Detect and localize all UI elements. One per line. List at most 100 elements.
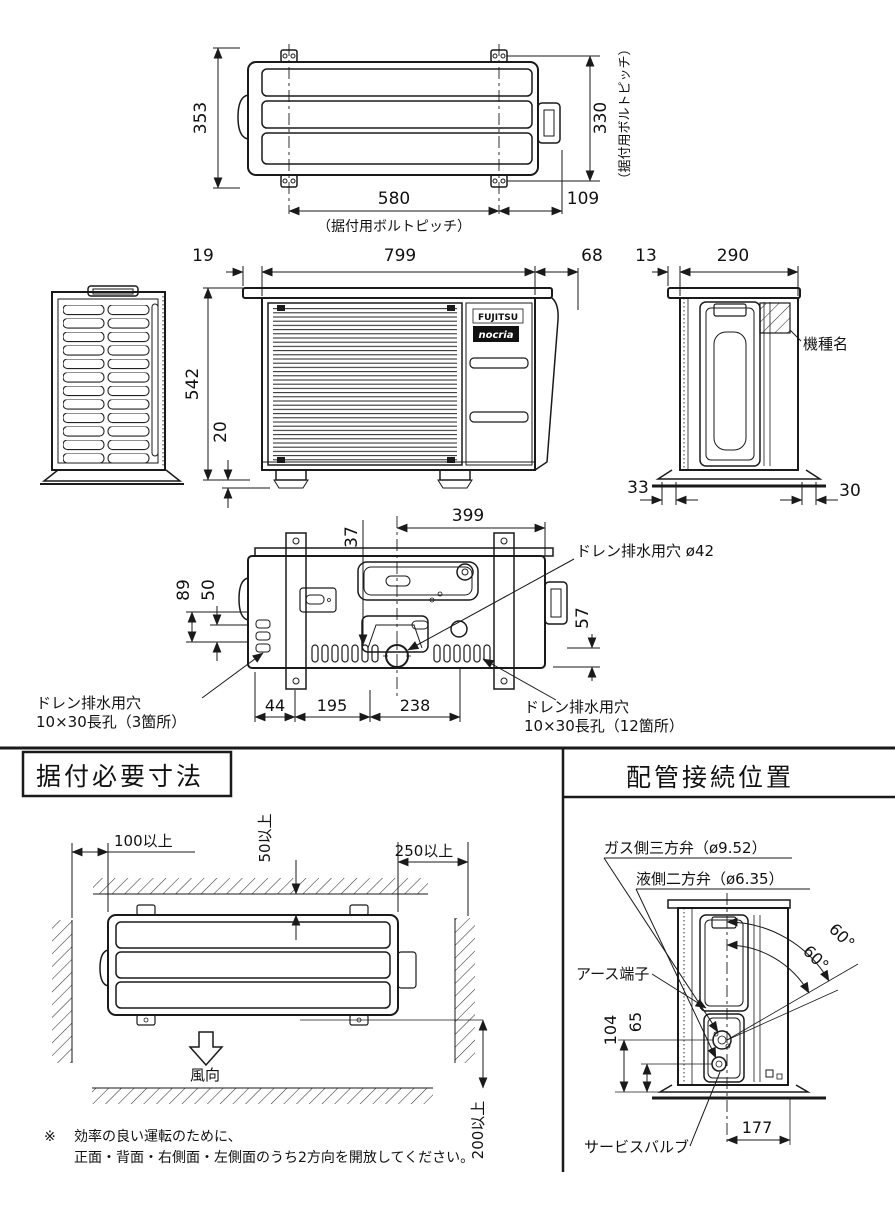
dim-base-left: 33: [627, 478, 698, 505]
dim-89-label: 89: [174, 579, 194, 601]
nocria-logo: nocria: [478, 330, 513, 341]
dim-799-label: 799: [384, 246, 416, 266]
dim-depth: 290: [679, 246, 799, 296]
dim-330-label: 330: [591, 102, 611, 134]
bolt-pitch-note-vertical: （据付用ボルトピッチ）: [618, 42, 633, 185]
dim-399-label: 399: [452, 506, 484, 526]
model-name-plate: [759, 302, 791, 334]
wall-top-hatch: [93, 878, 428, 894]
dim-19-label: 19: [192, 246, 214, 266]
right-side-view: 機種名 13 290 33 30: [627, 246, 861, 505]
dim-clearance-right: 250以上: [395, 842, 469, 916]
dim-right-protrusion: 68: [534, 246, 603, 310]
front-view: FUJITSU nocria 19 799 68: [183, 246, 603, 508]
dim-238-label: 238: [400, 696, 431, 715]
dim-clearance-top: 50以上: [256, 813, 301, 940]
dim-depth-overall: 353: [191, 47, 240, 189]
unit-side-view-small: [652, 899, 826, 1100]
piping-section-title: 配管接続位置: [626, 763, 794, 792]
dim-bolt-pitch-depth: 330 （据付用ボルトピッチ）: [507, 42, 633, 186]
service-valve-label: サービスバルブ: [584, 1138, 689, 1156]
dim-195-label: 195: [317, 696, 348, 715]
dim-clearance-left: 100以上: [71, 832, 195, 918]
swing-angle-arcs: 60° 60°: [726, 917, 859, 1041]
ground-hatch: [92, 1088, 433, 1104]
fan-grille: [273, 307, 457, 461]
earth-terminal-callout: アース端子: [576, 965, 707, 1009]
angle-60-outer-label: 60°: [825, 919, 858, 952]
drain-slot-row-right: [433, 644, 491, 663]
dim-580-label: 580: [378, 189, 410, 209]
dim-30-label: 30: [839, 481, 861, 501]
gas-valve-callout: ガス側三方弁（ø9.52）: [603, 839, 792, 1033]
dim-104-label: 104: [601, 1015, 620, 1046]
drain-hole-d42-label: ドレン排水用穴 ø42: [576, 542, 714, 560]
dim-13-label: 13: [635, 246, 657, 266]
drain-right-label-line1: ドレン排水用穴: [524, 698, 629, 716]
dim-399: 399: [396, 506, 546, 556]
clearance-50-label: 50以上: [256, 813, 274, 862]
mounting-bolt-tabs: [280, 49, 508, 188]
clearance-200-label: 200以上: [469, 1101, 487, 1160]
drain-slot-callout-right: ドレン排水用穴 10×30長孔（12箇所）: [482, 658, 684, 735]
wind-direction-label: 風向: [190, 1066, 220, 1084]
dim-valve-heights: 104 65: [601, 1012, 714, 1093]
bottom-view: 399 37 89 50 57: [36, 506, 714, 735]
earth-terminal-label: アース端子: [576, 965, 649, 983]
wind-direction-arrow: [188, 1031, 224, 1067]
drain-slot-row-left: [311, 644, 379, 663]
dim-353-label: 353: [191, 102, 211, 134]
model-name-label: 機種名: [803, 335, 848, 353]
service-valve-callout: サービスバルブ: [584, 1071, 721, 1156]
dim-37-label: 37: [342, 526, 362, 548]
bolt-pitch-note: （据付用ボルトピッチ）: [317, 219, 471, 235]
nocria-badge: [473, 326, 519, 342]
wind-direction: 風向: [188, 1031, 224, 1084]
liquid-valve-label: 液側二方弁（ø6.35）: [636, 870, 784, 888]
unit-top-view-small: [99, 904, 417, 1026]
dim-68-label: 68: [581, 246, 603, 266]
dim-57-label: 57: [573, 607, 593, 629]
dim-89-50: 89 50: [174, 579, 248, 661]
drain-slot-callout-left: ドレン排水用穴 10×30長孔（3箇所）: [36, 652, 264, 731]
side-grille-slots: [63, 305, 151, 463]
top-view: 353 330 （据付用ボルトピッチ） 580 （据付用ボルトピッチ） 109: [191, 42, 633, 235]
liquid-valve-callout: 液側二方弁（ø6.35）: [635, 870, 810, 1059]
note-line1: 効率の良い運転のために、: [74, 1128, 242, 1145]
gas-valve-label: ガス側三方弁（ø9.52）: [604, 839, 767, 857]
dim-50-label: 50: [199, 579, 219, 601]
brand-logo: FUJITSU: [478, 313, 518, 323]
dim-33-label: 33: [627, 478, 649, 498]
left-side-view: [40, 285, 184, 485]
note-mark: ※: [44, 1129, 56, 1145]
dim-clearance-front: 200以上: [300, 1019, 488, 1160]
dim-bolt-pitch-width: 580 （据付用ボルトピッチ）: [288, 189, 500, 235]
wall-left-hatch: [52, 920, 72, 1063]
section-dividers: 据付必要寸法 配管接続位置: [0, 746, 895, 1172]
dim-foot-height: 20: [211, 421, 270, 508]
wall-right-hatch: [455, 918, 475, 1063]
mounting-brackets: [285, 532, 515, 690]
installation-section-title: 据付必要寸法: [36, 762, 204, 791]
dim-109-label: 109: [567, 189, 599, 209]
clearance-100-label: 100以上: [114, 832, 173, 850]
base-cutouts: [255, 561, 479, 653]
dim-height-overall: 542: [183, 287, 250, 481]
dim-cap-overhang-side: 13: [635, 246, 696, 296]
dim-base-right: 30: [780, 481, 861, 505]
drain-right-label-line2: 10×30長孔（12箇所）: [524, 717, 684, 735]
dim-542-label: 542: [183, 368, 203, 400]
angle-60-inner-label: 60°: [799, 941, 832, 974]
dim-65-label: 65: [626, 1012, 645, 1032]
installation-clearance-view: 100以上 50以上 250以上 200以上 風向 ※ 効率の良い運転のために、…: [44, 813, 488, 1166]
note-line2: 正面・背面・右側面・左側面のうち2方向を開放してください。: [74, 1150, 474, 1166]
dim-bottom-chain: 44 195 238: [254, 668, 461, 722]
efficiency-note: ※ 効率の良い運転のために、 正面・背面・右側面・左側面のうち2方向を開放してく…: [44, 1128, 474, 1166]
dim-290-label: 290: [717, 246, 749, 266]
clearance-250-label: 250以上: [395, 842, 454, 860]
piping-connection-view: 60° 60° ガス側三方弁（ø9.52） 液側二方弁（ø6.35） アース端子…: [576, 839, 859, 1156]
dim-right-offset: 109: [498, 150, 599, 216]
drain-left-label-line1: ドレン排水用穴: [36, 694, 141, 712]
